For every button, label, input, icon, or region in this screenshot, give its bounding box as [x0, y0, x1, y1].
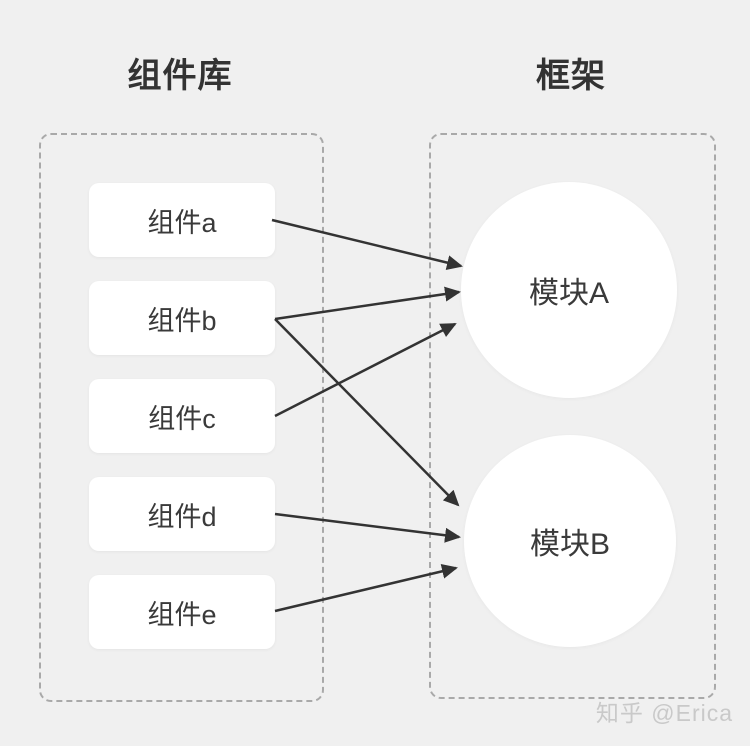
right-panel-title: 框架 [536, 57, 606, 95]
component-node-e: 组件e [89, 575, 275, 649]
zhihu-watermark: 知乎 @Erica [595, 700, 733, 726]
component-node-b-label: 组件b [147, 305, 217, 336]
left-panel-title: 组件库 [127, 57, 233, 95]
component-node-e-label: 组件e [147, 599, 217, 630]
component-node-b: 组件b [89, 281, 275, 355]
module-node-A-label: 模块A [528, 277, 609, 310]
component-node-c-label: 组件c [148, 403, 216, 434]
component-node-d-label: 组件d [147, 501, 217, 532]
module-node-B-label: 模块B [529, 528, 610, 561]
component-node-a: 组件a [89, 183, 275, 257]
module-node-A: 模块A [461, 182, 677, 398]
component-node-c: 组件c [89, 379, 275, 453]
component-node-d: 组件d [89, 477, 275, 551]
component-node-a-label: 组件a [147, 207, 217, 238]
module-node-B: 模块B [464, 435, 676, 647]
